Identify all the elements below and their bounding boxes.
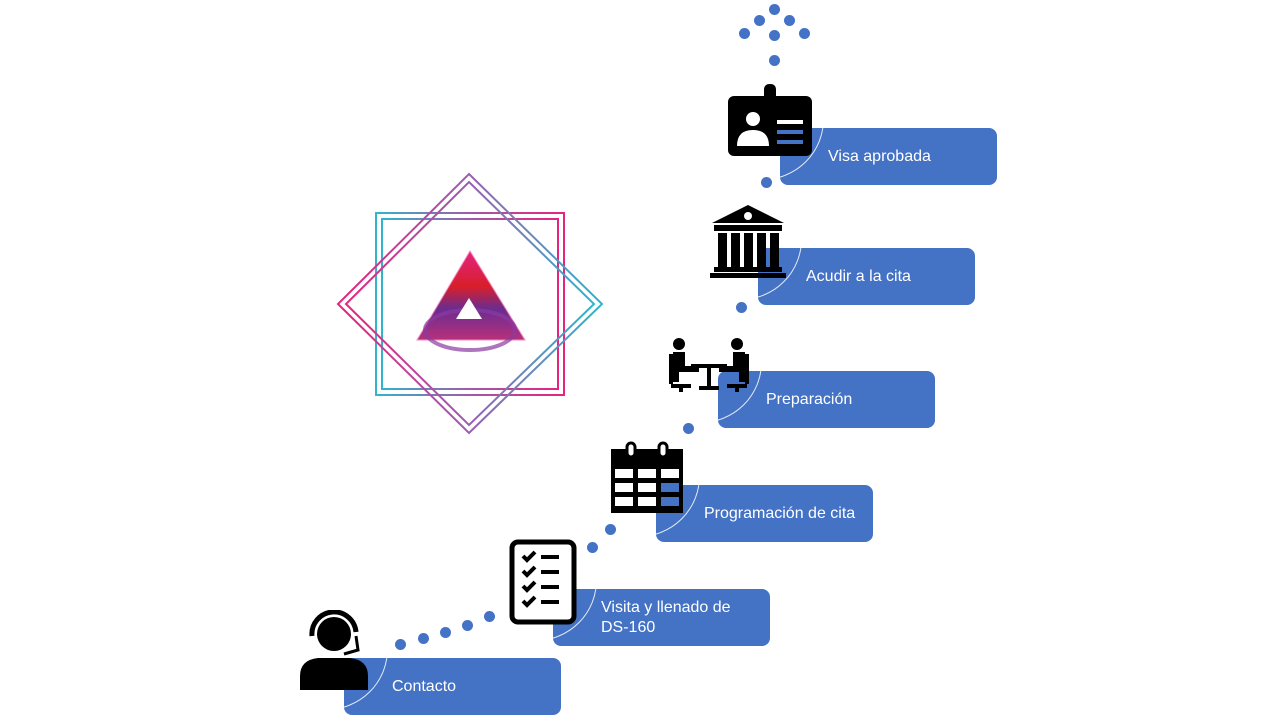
headset-person-icon <box>300 610 368 690</box>
path-dot <box>761 177 772 188</box>
bank-building-icon <box>710 205 786 278</box>
brand-logo <box>336 172 604 435</box>
path-dot <box>440 627 451 638</box>
meeting-icon <box>669 338 749 392</box>
path-dot <box>784 15 795 26</box>
path-dot <box>736 302 747 313</box>
id-badge-icon <box>728 84 812 156</box>
path-dot <box>605 524 616 535</box>
path-dot <box>418 633 429 644</box>
step-label: Preparación <box>766 390 853 408</box>
path-dot <box>769 30 780 41</box>
step-label: Contacto <box>392 677 457 695</box>
calendar-icon <box>611 441 683 513</box>
path-dot <box>754 15 765 26</box>
step-label: Acudir a la cita <box>806 267 911 285</box>
step-preparacion: Preparación <box>718 371 935 428</box>
step-visa: Visa aprobada <box>780 128 997 185</box>
path-dot <box>683 423 694 434</box>
step-label: Programación de cita <box>704 504 856 522</box>
step-label: Visa aprobada <box>828 147 931 165</box>
step-contacto: Contacto <box>344 658 561 715</box>
step-label: Visita y llenado de DS-160 <box>601 598 731 636</box>
path-dot <box>462 620 473 631</box>
logo-diamond-frame <box>336 172 604 435</box>
path-dot <box>587 542 598 553</box>
logo-triangle <box>416 250 526 352</box>
step-programacion: Programación de cita <box>656 485 873 542</box>
step-acudir: Acudir a la cita <box>758 248 975 305</box>
path-dot <box>395 639 406 650</box>
path-dot <box>739 28 750 39</box>
path-dot <box>769 4 780 15</box>
step-visita: Visita y llenado de DS-160 <box>553 589 770 646</box>
path-dot <box>769 55 780 66</box>
path-dot <box>484 611 495 622</box>
logo-square-frame <box>375 212 565 396</box>
checklist-icon <box>509 539 577 625</box>
path-dot <box>799 28 810 39</box>
